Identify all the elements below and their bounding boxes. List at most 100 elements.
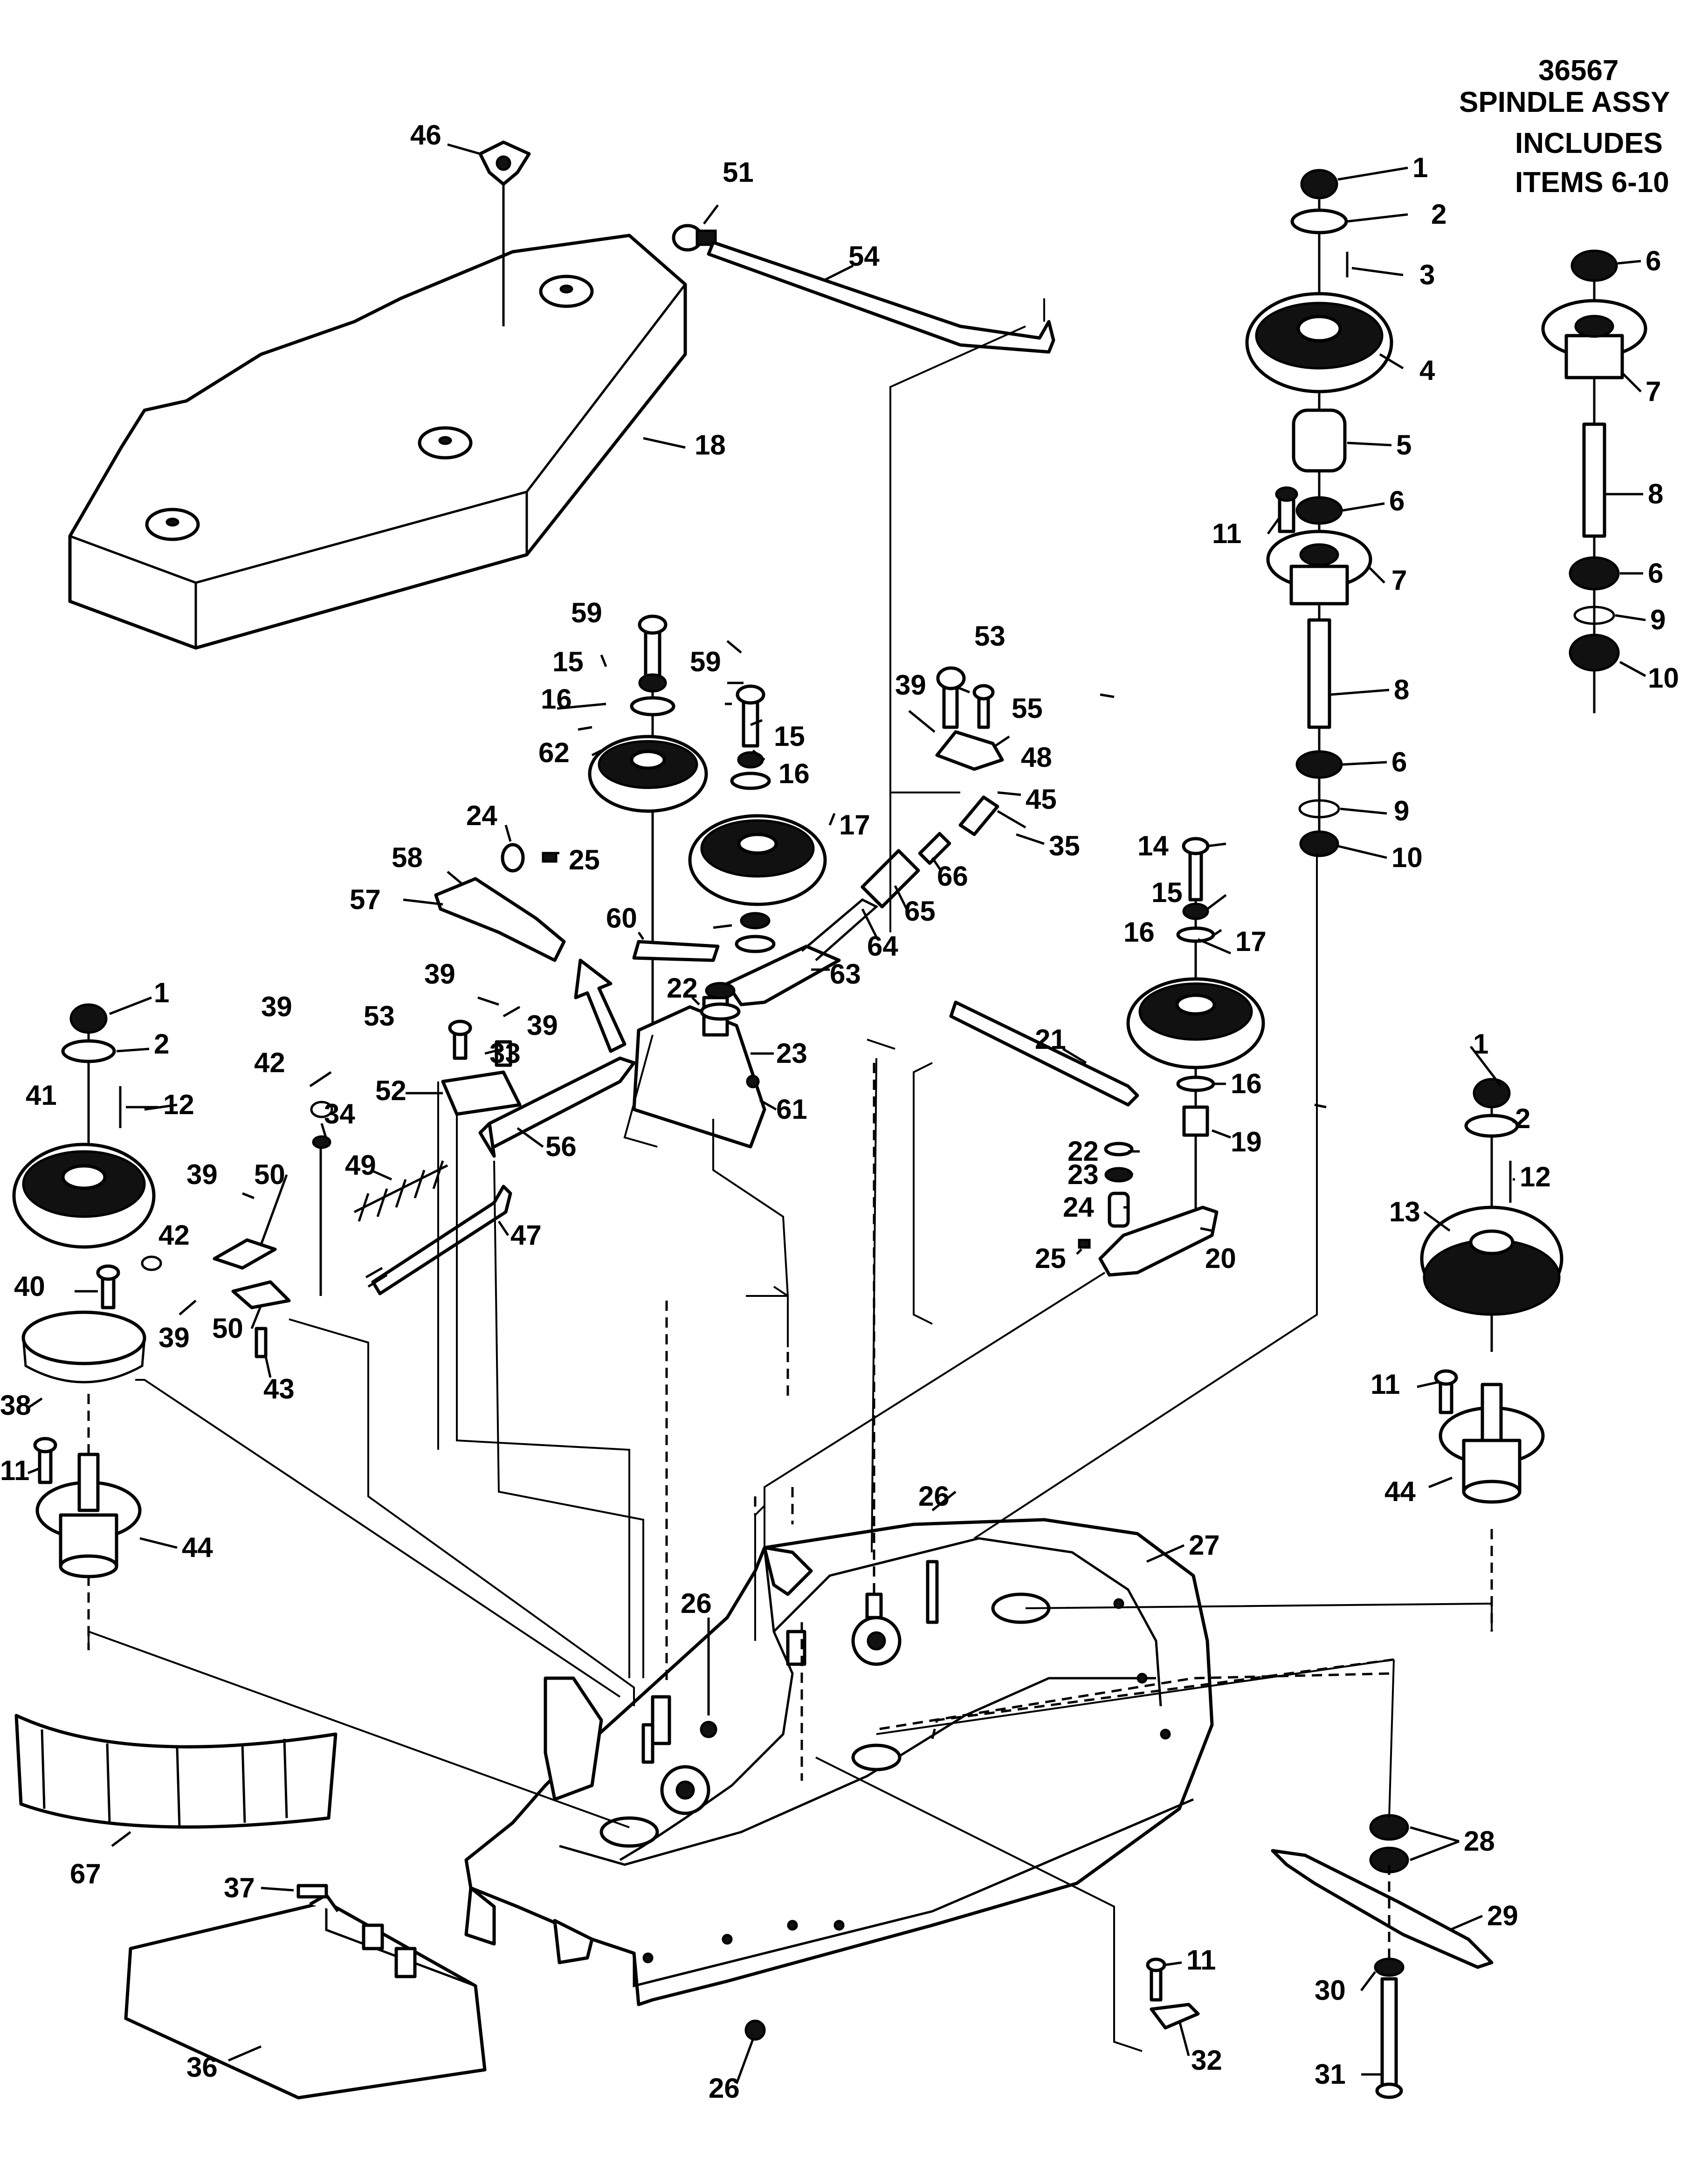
callout-15b: 15 bbox=[774, 721, 805, 752]
callout-47: 47 bbox=[510, 1219, 542, 1251]
callout-64: 64 bbox=[867, 930, 898, 962]
callout-42: 42 bbox=[254, 1047, 285, 1078]
callout-39f: 39 bbox=[158, 1322, 190, 1353]
deck-nut-26 bbox=[744, 2019, 766, 2041]
callout-25: 25 bbox=[569, 844, 600, 875]
callout-57: 57 bbox=[350, 884, 381, 915]
callout-55: 55 bbox=[1012, 693, 1043, 724]
callout-11c: 11 bbox=[1371, 1369, 1400, 1400]
callout-44c: 44 bbox=[1384, 1476, 1416, 1507]
callout-58: 58 bbox=[392, 842, 423, 873]
discharge-chute bbox=[124, 1893, 487, 2100]
deck-knob[interactable] bbox=[478, 140, 531, 186]
leader-lines bbox=[403, 143, 1646, 1255]
callout-22: 22 bbox=[667, 972, 698, 1004]
right-idler bbox=[949, 837, 1265, 1277]
callout-2: 2 bbox=[1431, 199, 1446, 230]
exploded-view-lines bbox=[88, 325, 1493, 2052]
callout-59b: 59 bbox=[690, 646, 721, 677]
callout-36: 36 bbox=[186, 2052, 218, 2083]
callout-42b: 42 bbox=[158, 1219, 190, 1251]
callout-50: 50 bbox=[254, 1159, 285, 1190]
callout-39: 39 bbox=[895, 669, 926, 701]
callout-53b: 53 bbox=[364, 1000, 395, 1032]
callout-labels: 46 51 54 18 1 2 3 4 5 11 6 7 8 6 9 10 6 … bbox=[0, 119, 1679, 2104]
callout-7: 7 bbox=[1391, 565, 1407, 596]
callout-22b: 22 bbox=[1068, 1136, 1099, 1167]
callout-34: 34 bbox=[324, 1098, 355, 1130]
callout-20: 20 bbox=[1205, 1243, 1236, 1274]
callout-46: 46 bbox=[410, 119, 441, 151]
callout-50b: 50 bbox=[212, 1313, 243, 1344]
callout-61: 61 bbox=[776, 1094, 807, 1125]
callout-67: 67 bbox=[70, 1858, 101, 1889]
callout-11d: 11 bbox=[1186, 1944, 1216, 1976]
callout-44: 44 bbox=[182, 1532, 213, 1563]
note-part-number: 36567 bbox=[1538, 55, 1618, 87]
callout-6b: 6 bbox=[1391, 746, 1407, 778]
callout-23: 23 bbox=[776, 1038, 807, 1069]
callout-18: 18 bbox=[695, 429, 726, 461]
callout-54: 54 bbox=[848, 241, 880, 272]
chute-bolt bbox=[296, 1884, 328, 1899]
left-spindle-stack bbox=[12, 1003, 156, 1650]
callout-28: 28 bbox=[1464, 1825, 1495, 1857]
callout-15c: 15 bbox=[1151, 877, 1183, 908]
callout-41: 41 bbox=[26, 1080, 57, 1111]
callout-inset-8: 8 bbox=[1648, 478, 1663, 510]
callout-14: 14 bbox=[1137, 830, 1169, 861]
callout-12b: 12 bbox=[163, 1089, 194, 1120]
callout-30: 30 bbox=[1315, 1975, 1346, 2006]
callout-16b: 16 bbox=[778, 758, 810, 789]
callout-inset-6: 6 bbox=[1646, 245, 1661, 276]
callout-2c: 2 bbox=[1515, 1103, 1530, 1134]
left-linkage bbox=[141, 996, 636, 1358]
callout-51: 51 bbox=[723, 157, 754, 188]
callout-1b: 1 bbox=[154, 977, 169, 1008]
callout-17: 17 bbox=[839, 809, 870, 840]
callout-59: 59 bbox=[571, 597, 602, 628]
callout-6: 6 bbox=[1389, 485, 1405, 517]
callout-8: 8 bbox=[1394, 674, 1409, 705]
callout-43: 43 bbox=[263, 1373, 295, 1405]
callout-53: 53 bbox=[974, 620, 1006, 652]
right-lower-spindle bbox=[1420, 1078, 1563, 1632]
callout-inset-10: 10 bbox=[1648, 662, 1679, 694]
callout-66: 66 bbox=[937, 861, 968, 892]
deck-bracket-32 bbox=[1146, 1957, 1200, 2030]
right-spindle-stack bbox=[1245, 169, 1393, 857]
callout-13: 13 bbox=[1389, 1196, 1420, 1227]
callout-39c: 39 bbox=[424, 958, 455, 990]
note-line-1: SPINDLE ASSY bbox=[1459, 86, 1670, 118]
callout-27: 27 bbox=[1189, 1529, 1220, 1561]
lower-leader-lines bbox=[27, 996, 1518, 2084]
callout-26c: 26 bbox=[709, 2073, 740, 2104]
callout-48: 48 bbox=[1021, 742, 1052, 773]
callout-12c: 12 bbox=[1520, 1161, 1551, 1192]
callout-1c: 1 bbox=[1473, 1028, 1488, 1060]
callout-65: 65 bbox=[904, 896, 936, 927]
callout-16c: 16 bbox=[1123, 916, 1155, 948]
callout-39d: 39 bbox=[527, 1010, 558, 1041]
deck-gear-1 bbox=[851, 1616, 902, 1666]
callout-16: 16 bbox=[541, 683, 572, 715]
callout-49: 49 bbox=[345, 1150, 376, 1181]
callout-15: 15 bbox=[552, 646, 584, 677]
callout-inset-9: 9 bbox=[1650, 604, 1666, 635]
callout-29: 29 bbox=[1487, 1900, 1518, 1931]
callout-11b: 11 bbox=[0, 1455, 29, 1486]
callout-63: 63 bbox=[830, 958, 861, 990]
callout-62: 62 bbox=[538, 737, 570, 768]
callout-56: 56 bbox=[545, 1131, 577, 1162]
note-line-3: ITEMS 6-10 bbox=[1515, 166, 1669, 199]
callout-23b: 23 bbox=[1068, 1159, 1099, 1190]
callout-31: 31 bbox=[1315, 2059, 1346, 2090]
callout-45: 45 bbox=[1026, 784, 1057, 815]
callout-1: 1 bbox=[1412, 152, 1428, 183]
callout-16d: 16 bbox=[1231, 1068, 1262, 1099]
callout-37: 37 bbox=[224, 1872, 255, 1903]
callout-52: 52 bbox=[375, 1075, 406, 1106]
callout-60: 60 bbox=[606, 902, 637, 934]
callout-24b: 24 bbox=[1063, 1192, 1094, 1223]
